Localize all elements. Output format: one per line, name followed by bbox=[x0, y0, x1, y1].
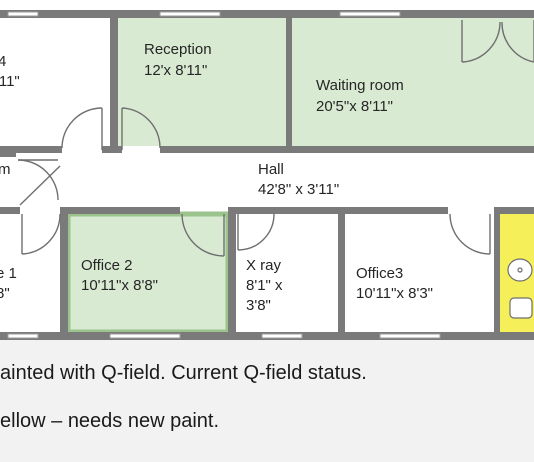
bathroom-fixtures bbox=[507, 258, 533, 319]
office1-name: e 1 bbox=[0, 265, 17, 282]
office3-size: 10'11"x 8'3" bbox=[356, 285, 433, 302]
reception-size: 12'x 8'11" bbox=[144, 62, 207, 79]
xray-name: X ray bbox=[246, 257, 282, 274]
left-room-name: m bbox=[0, 161, 11, 178]
xray-size-line1: 8'1" x bbox=[246, 277, 283, 294]
caption-panel: ainted with Q-field. Current Q-field sta… bbox=[0, 340, 534, 462]
doors bbox=[17, 20, 534, 257]
reception-name: Reception bbox=[144, 41, 212, 58]
office2-fill bbox=[68, 214, 228, 332]
waiting-room-name: Waiting room bbox=[316, 77, 404, 94]
office4-size: '11" bbox=[0, 73, 20, 90]
floor-plan: 4 '11" Reception 12'x 8'11" Waiting room… bbox=[0, 10, 534, 340]
hall-size: 42'8" x 3'11" bbox=[258, 181, 339, 198]
office2-name: Office 2 bbox=[81, 257, 132, 274]
waiting-room-fill bbox=[292, 18, 534, 146]
reception-fill bbox=[118, 18, 286, 146]
office1-size: 8" bbox=[0, 285, 10, 302]
windows bbox=[7, 11, 441, 339]
caption-line-2: ellow – needs new paint. bbox=[0, 410, 220, 432]
waiting-room-size: 20'5"x 8'11" bbox=[316, 98, 393, 115]
hall-name: Hall bbox=[258, 161, 284, 178]
xray-size-line2: 3'8" bbox=[246, 297, 271, 314]
office3-name: Office3 bbox=[356, 265, 403, 282]
office2-size: 10'11"x 8'8" bbox=[81, 277, 158, 294]
office4-name: 4 bbox=[0, 53, 6, 70]
caption-line-1: ainted with Q-field. Current Q-field sta… bbox=[0, 362, 367, 384]
